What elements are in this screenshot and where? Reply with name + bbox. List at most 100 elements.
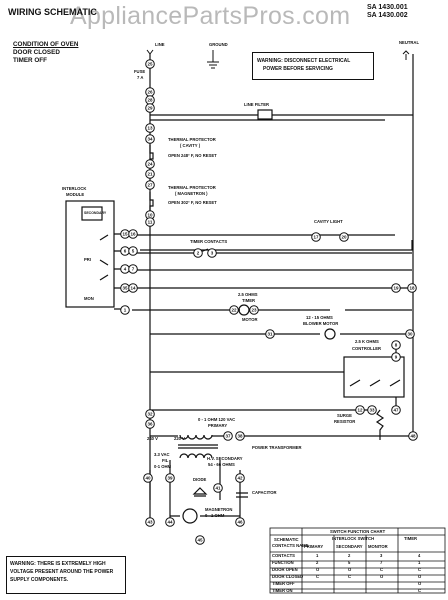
node-circle [249, 305, 259, 315]
node-number: 5 [132, 249, 135, 254]
node-number: 34 [147, 137, 153, 142]
node-number: 40 [145, 476, 151, 481]
switch-chart [269, 527, 446, 594]
node-number: 27 [147, 183, 153, 188]
node-circle [391, 352, 401, 362]
node-circle [235, 473, 245, 483]
timer-motor-ohms: 2.5 OHMS [238, 292, 258, 297]
node-number: 19 [393, 286, 399, 291]
node-number: 21 [147, 172, 153, 177]
fil-label: FIL [162, 458, 169, 463]
primary-label: PRIMARY [208, 423, 228, 428]
switch-chart-cell: 1 [316, 553, 319, 558]
voltage-warning: WARNING: THERE IS EXTREMELY HIGH VOLTAGE… [6, 556, 126, 594]
node-circle [145, 409, 155, 419]
controller-label: CONTROLLER [352, 346, 382, 351]
node-number: 30 [407, 332, 413, 337]
surge-label-2: RESISTOR [334, 419, 356, 424]
node-number: 15 [122, 232, 128, 237]
node-number: 4 [124, 267, 127, 272]
node-number: 25 [147, 62, 153, 67]
timer-contacts-label: TIMER CONTACTS [190, 239, 228, 244]
service-warning-line-2: POWER BEFORE SERVICING [263, 66, 333, 72]
secondary-spec: 54 - 66 OHMS [208, 462, 235, 467]
switch-chart-cell: C [348, 574, 352, 579]
node-number: 41 [215, 486, 221, 491]
col-timer: TIMER [404, 536, 418, 541]
switch-chart-cell: O [418, 574, 422, 579]
page-title: WIRING SCHEMATIC [8, 7, 97, 17]
condition-block: CONDITION OF OVEN DOOR CLOSED TIMER OFF [13, 41, 78, 65]
node-number: 9 [395, 355, 398, 360]
node-circle [235, 431, 245, 441]
interlock-module [65, 200, 115, 308]
diode [192, 487, 208, 497]
node-circle [145, 517, 155, 527]
switch-chart-cell: O [348, 567, 352, 572]
node-circle [407, 283, 417, 293]
condition-timer: TIMER OFF [13, 57, 47, 64]
switch-chart-header-1: SCHEMATIC [274, 537, 299, 542]
tp-magnetron-title: THERMAL PROTECTOR [168, 185, 216, 190]
tap-220: 220 V [174, 436, 185, 441]
node-circle [213, 483, 223, 493]
magnetron-ohms: 0 - 1 OHM [205, 513, 225, 518]
fuse-label: FUSE [134, 69, 146, 74]
node-number: 24 [147, 162, 153, 167]
voltage-warning-line-3: SUPPLY COMPONENTS. [10, 577, 69, 583]
node-circle [165, 473, 175, 483]
line-label: LINE [155, 42, 165, 47]
service-warning: WARNING: DISCONNECT ELECTRICAL POWER BEF… [252, 52, 374, 80]
node-number: 38 [237, 434, 243, 439]
switch-chart-cell: FUNCTION [272, 560, 294, 565]
col-monitor: MONITOR [368, 544, 388, 549]
node-number: 3 [211, 251, 214, 256]
node-number: 14 [130, 286, 136, 291]
power-transformer-label: POWER TRANSFORMER [252, 445, 302, 450]
node-number: 26 [147, 90, 153, 95]
node-circle [391, 283, 401, 293]
node-number: 20 [341, 235, 347, 240]
tp-magnetron-sub: ( MAGNETRON ) [175, 191, 208, 196]
service-warning-line-1: WARNING: DISCONNECT ELECTRICAL [257, 58, 351, 64]
node-circle [145, 123, 155, 133]
node-circle [235, 517, 245, 527]
switch-chart-cell: O [316, 567, 320, 572]
node-circle [193, 248, 203, 258]
node-circle [145, 59, 155, 69]
capacitor [236, 492, 248, 498]
node-number: 2 [197, 251, 200, 256]
cavity-light-label: CAVITY LIGHT [314, 219, 343, 224]
node-circle [355, 405, 365, 415]
switch-chart-cell: O [380, 574, 384, 579]
node-number: 8 [395, 343, 398, 348]
node-number: 10 [147, 213, 153, 218]
node-number: 6 [124, 249, 127, 254]
node-number: 11 [148, 220, 153, 225]
tp-cavity-sub: ( CAVITY ) [180, 143, 201, 148]
timer-motor-label-1: TIMER [242, 298, 256, 303]
node-number: 48 [410, 434, 416, 439]
tp-cavity-title: THERMAL PROTECTOR [168, 137, 216, 142]
node-circle [128, 283, 138, 293]
node-number: 33 [369, 408, 375, 413]
node-number: 13 [147, 126, 153, 131]
node-circle [128, 229, 138, 239]
node-circle [367, 405, 377, 415]
node-circle [128, 246, 138, 256]
node-circle [143, 473, 153, 483]
timer-motor [238, 304, 250, 316]
switch-chart-cell: C [418, 567, 422, 572]
switch-chart-cell: CONTACTS [272, 553, 295, 558]
node-number: 7 [132, 267, 135, 272]
condition-door: DOOR CLOSED [13, 49, 60, 56]
interlock-label-2: MODULE [66, 192, 85, 197]
switch-chart-cell: O [418, 581, 422, 586]
col-primary: PRIMARY [304, 544, 324, 549]
switch-chart-cell: C [418, 588, 422, 593]
node-circle [405, 329, 415, 339]
node-circle [145, 180, 155, 190]
model-1: SA 1430.001 [367, 4, 408, 11]
interlock-secondary: SECONDARY [84, 211, 107, 215]
